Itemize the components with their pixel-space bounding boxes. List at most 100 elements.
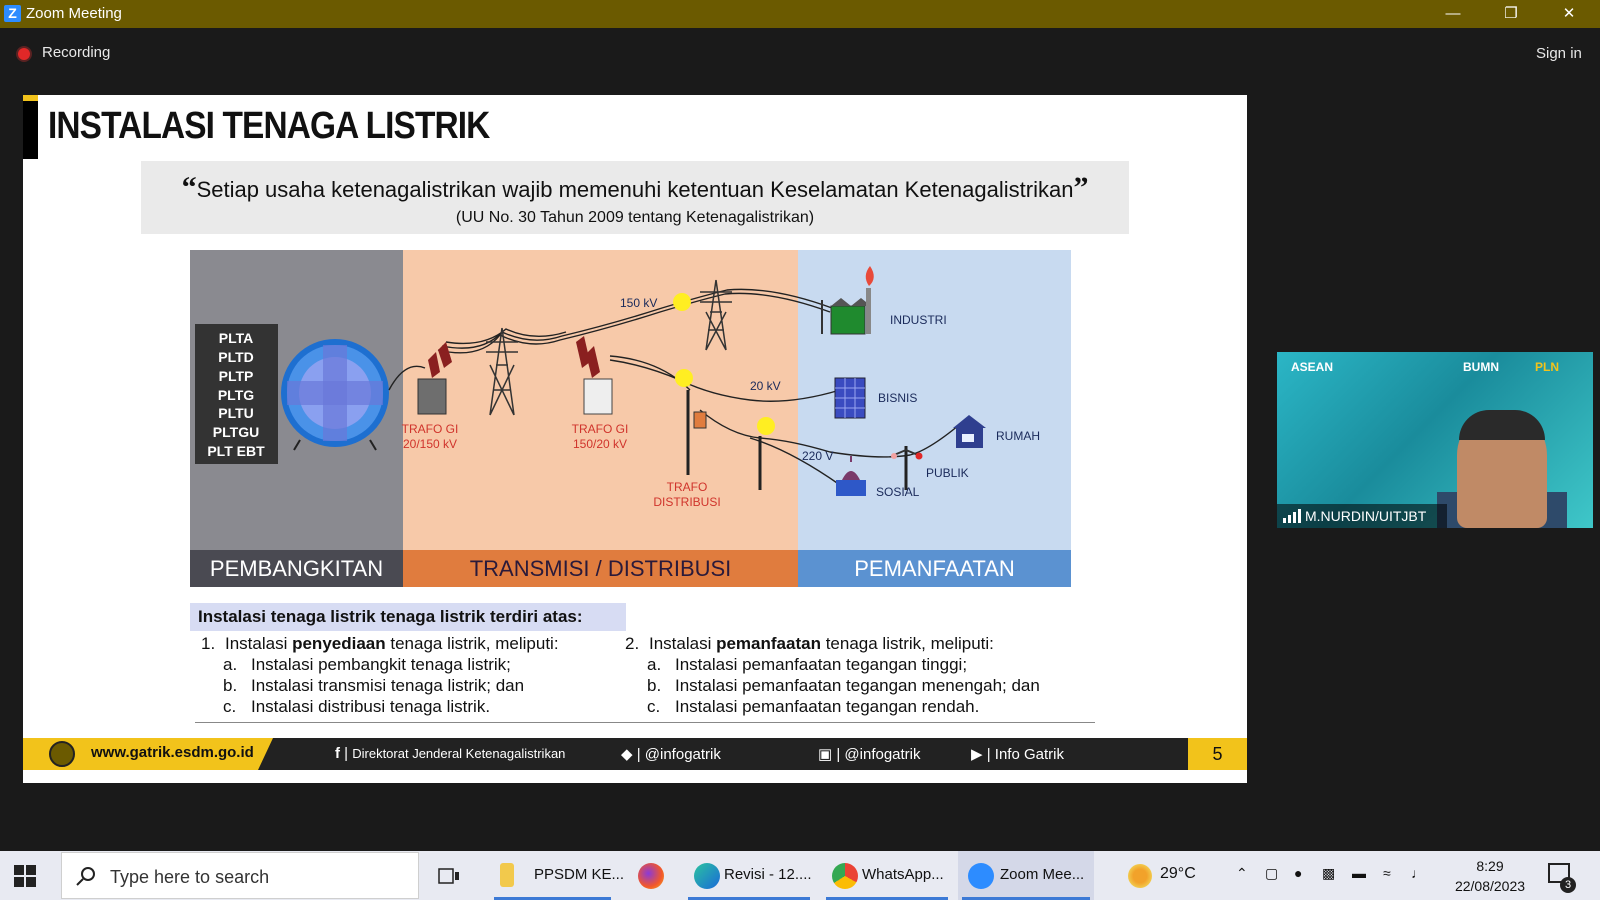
windows-start-icon[interactable] <box>14 865 36 887</box>
taskbar-app-zoom[interactable]: Zoom Mee... <box>958 851 1094 900</box>
lamp-icon <box>675 369 693 387</box>
plant-label: PLTA <box>219 330 253 346</box>
chevron-up-icon[interactable]: ⌃ <box>1236 865 1248 881</box>
recording-label[interactable]: Recording <box>42 44 111 61</box>
slide-title: INSTALASI TENAGA LISTRIK <box>48 105 490 147</box>
volume-icon[interactable]: ♩ <box>1411 865 1425 881</box>
plant-label: PLTGU <box>213 424 259 440</box>
folder-icon <box>500 863 514 887</box>
notifications-icon[interactable] <box>1548 863 1570 883</box>
display-icon[interactable]: ▩ <box>1322 865 1336 881</box>
list-item: a.Instalasi pemanfaatan tegangan tinggi; <box>647 655 968 674</box>
microphone-icon[interactable]: ● <box>1294 865 1303 881</box>
participant-video[interactable]: ASEAN BUMN PLN M.NURDIN/UITJBT <box>1277 352 1593 528</box>
sign-in-button[interactable]: Sign in <box>1536 45 1582 62</box>
distribution-pole-icon <box>686 390 908 490</box>
trafo-gi-1-label: 20/150 kV <box>403 437 457 451</box>
taskbar-app-firefox[interactable] <box>628 851 678 900</box>
firefox-icon <box>638 863 664 889</box>
house-icon <box>953 415 986 448</box>
list-item-main: 2.Instalasi pemanfaatan tenaga listrik, … <box>625 634 994 653</box>
voltage-220v-label: 220 V <box>802 449 833 463</box>
system-clock[interactable]: 8:29 22/08/2023 <box>1440 856 1540 896</box>
plant-label: PLTD <box>218 349 254 365</box>
clock-time: 8:29 <box>1476 858 1504 874</box>
title-accent-strip <box>23 95 38 101</box>
restore-button[interactable]: ❐ <box>1504 5 1518 22</box>
trafo-gi-2-label: TRAFO GI <box>572 422 629 436</box>
business-building-icon <box>834 377 866 419</box>
taskbar-app-explorer[interactable]: PPSDM KE... <box>490 851 624 900</box>
active-indicator <box>494 897 611 900</box>
meet-now-icon[interactable]: ▢ <box>1265 865 1279 881</box>
youtube-icon: ▶ <box>971 746 983 763</box>
active-indicator <box>962 897 1090 900</box>
list-item: a.Instalasi pembangkit tenaga listrik; <box>223 655 511 674</box>
taskbar-app-chrome[interactable]: WhatsApp... <box>822 851 952 900</box>
pembangkitan-label: PEMBANGKITAN <box>190 550 403 587</box>
pln-logo: PLN <box>1535 360 1559 374</box>
voltage-150kv-label: 150 kV <box>620 296 657 310</box>
quote-box: “Setiap usaha ketenagalistrikan wajib me… <box>141 161 1129 234</box>
plant-label: PLTU <box>218 405 254 421</box>
twitter-item: ◆ | @infogatrik <box>621 746 721 763</box>
lamp-icon <box>757 417 775 435</box>
signal-strength-icon <box>1283 509 1301 523</box>
twitter-icon: ◆ <box>621 746 633 763</box>
plant-label: PLTP <box>219 368 254 384</box>
participant-name: M.NURDIN/UITJBT <box>1277 504 1447 528</box>
list-item: b.Instalasi pemanfaatan tegangan menenga… <box>647 676 1040 695</box>
slide-footer: www.gatrik.esdm.go.id f | Direktorat Jen… <box>23 738 1247 770</box>
plant-label: PLT EBT <box>207 443 265 459</box>
edge-icon <box>694 863 720 889</box>
notification-badge: 3 <box>1560 877 1576 893</box>
weather-temp[interactable]: 29°C <box>1160 865 1196 882</box>
public-lamp-icon <box>891 449 923 460</box>
sosial-label: SOSIAL <box>876 485 920 499</box>
taskbar-search[interactable]: Type here to search <box>61 852 419 899</box>
wifi-icon[interactable]: ≈ <box>1383 865 1391 881</box>
transmission-tower-icon <box>700 279 732 351</box>
trafo-gi-2-icon <box>576 336 613 415</box>
pemanfaatan-label: PEMANFAATAN <box>798 550 1071 587</box>
clock-date: 22/08/2023 <box>1454 878 1526 894</box>
taskbar-app-edge[interactable]: Revisi - 12.... <box>684 851 814 900</box>
active-indicator <box>826 897 948 900</box>
title-accent-bar <box>23 95 38 159</box>
page-number: 5 <box>1188 738 1247 770</box>
voltage-20kv-label: 20 kV <box>750 379 781 393</box>
list-column-penyediaan: 1.Instalasi penyediaan tenaga listrik, m… <box>201 633 559 717</box>
close-button[interactable]: ✕ <box>1562 5 1576 22</box>
plant-label: PLTG <box>218 387 254 403</box>
esdm-emblem-icon <box>49 741 75 767</box>
recording-icon <box>18 48 30 60</box>
minimize-button[interactable]: — <box>1445 5 1461 22</box>
diagram-drawing: PLTA PLTD PLTP PLTG PLTU PLTGU PLT EBT <box>195 266 1040 509</box>
list-item: c.Instalasi distribusi tenaga listrik. <box>223 697 491 716</box>
list-column-pemanfaatan: 2.Instalasi pemanfaatan tenaga listrik, … <box>625 633 1040 717</box>
divider <box>195 722 1095 723</box>
trafo-gi-1-label: TRAFO GI <box>402 422 459 436</box>
industry-icon <box>821 266 874 335</box>
weather-sun-icon[interactable] <box>1128 864 1152 888</box>
transmisi-label: TRANSMISI / DISTRIBUSI <box>403 550 798 587</box>
search-icon <box>76 867 95 886</box>
chrome-icon <box>832 863 858 889</box>
zoom-icon <box>968 863 994 889</box>
lamp-icon <box>673 293 691 311</box>
task-view-icon[interactable] <box>438 866 460 886</box>
windows-taskbar: Type here to search PPSDM KE... Revisi -… <box>0 851 1600 900</box>
battery-icon[interactable]: ▬ <box>1352 865 1366 881</box>
list-item: c.Instalasi pemanfaatan tegangan rendah. <box>647 697 980 716</box>
bumn-logo: BUMN <box>1463 360 1499 374</box>
quote-source: (UU No. 30 Tahun 2009 tentang Ketenagali… <box>455 209 815 226</box>
list-heading: Instalasi tenaga listrik tenaga listrik … <box>190 603 626 631</box>
participant-hair <box>1459 410 1545 440</box>
search-placeholder: Type here to search <box>110 867 270 887</box>
trafo-gi-2-label: 150/20 kV <box>573 437 627 451</box>
transmission-tower-icon <box>486 327 518 416</box>
zoom-top-bar: Recording Sign in <box>0 28 1600 80</box>
title-bar: Z Zoom Meeting — ❐ ✕ <box>0 0 1600 28</box>
trafo-distribusi-label: DISTRIBUSI <box>653 495 720 509</box>
youtube-item: ▶ | Info Gatrik <box>971 746 1064 763</box>
